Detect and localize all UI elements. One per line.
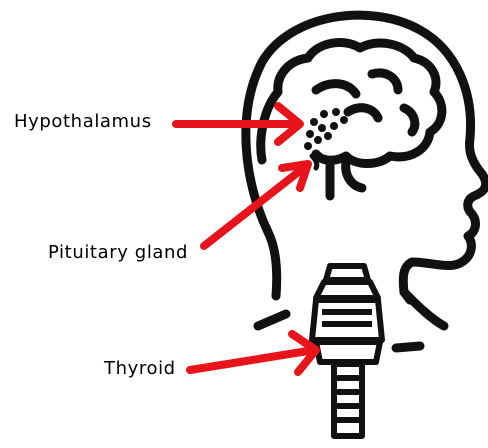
pituitary-arrow — [204, 164, 308, 246]
right-shoulder — [404, 292, 444, 326]
hypothalamus-arrow — [176, 106, 300, 142]
collar-dash — [396, 346, 420, 348]
thyroid-label: Thyroid — [104, 358, 176, 379]
pituitary-mark — [312, 156, 317, 168]
head-outline — [246, 15, 486, 292]
hypothalamus-label: Hypothalamus — [14, 111, 152, 132]
hypothalamus-dots — [304, 108, 348, 150]
thyroid-trachea — [312, 266, 382, 436]
neck-back-line — [268, 232, 277, 296]
pituitary-gland-label: Pituitary gland — [48, 242, 188, 263]
brain-fold-3 — [404, 108, 415, 132]
brain-outline — [261, 43, 442, 164]
thyroid-arrow — [190, 334, 316, 372]
brain-fold-1 — [316, 84, 356, 94]
brain-fold-4 — [348, 108, 378, 118]
left-shoulder — [258, 314, 286, 326]
brain-fold-2 — [372, 73, 398, 90]
